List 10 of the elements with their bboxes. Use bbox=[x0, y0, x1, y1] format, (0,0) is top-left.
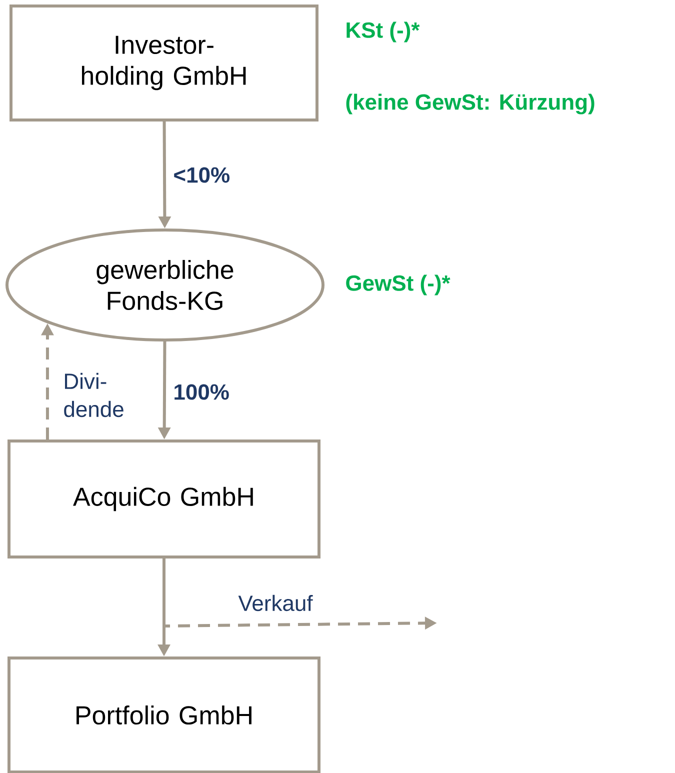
tax-note: GewSt (-)* bbox=[346, 274, 450, 296]
edge-label: 100% bbox=[172, 383, 230, 401]
edge-label: <10% bbox=[172, 166, 232, 184]
tax-note: (keine GewSt: Kürzung) bbox=[346, 94, 594, 114]
box: Investor- holding GmbH bbox=[10, 4, 318, 122]
box: AcquiCo GmbH bbox=[8, 440, 320, 558]
box: Portfolio GmbH bbox=[8, 656, 320, 773]
edge-label: Divi- dende bbox=[62, 372, 140, 418]
edge-label: Verkauf bbox=[237, 594, 314, 612]
tax-note: KSt (-)* bbox=[346, 22, 420, 42]
